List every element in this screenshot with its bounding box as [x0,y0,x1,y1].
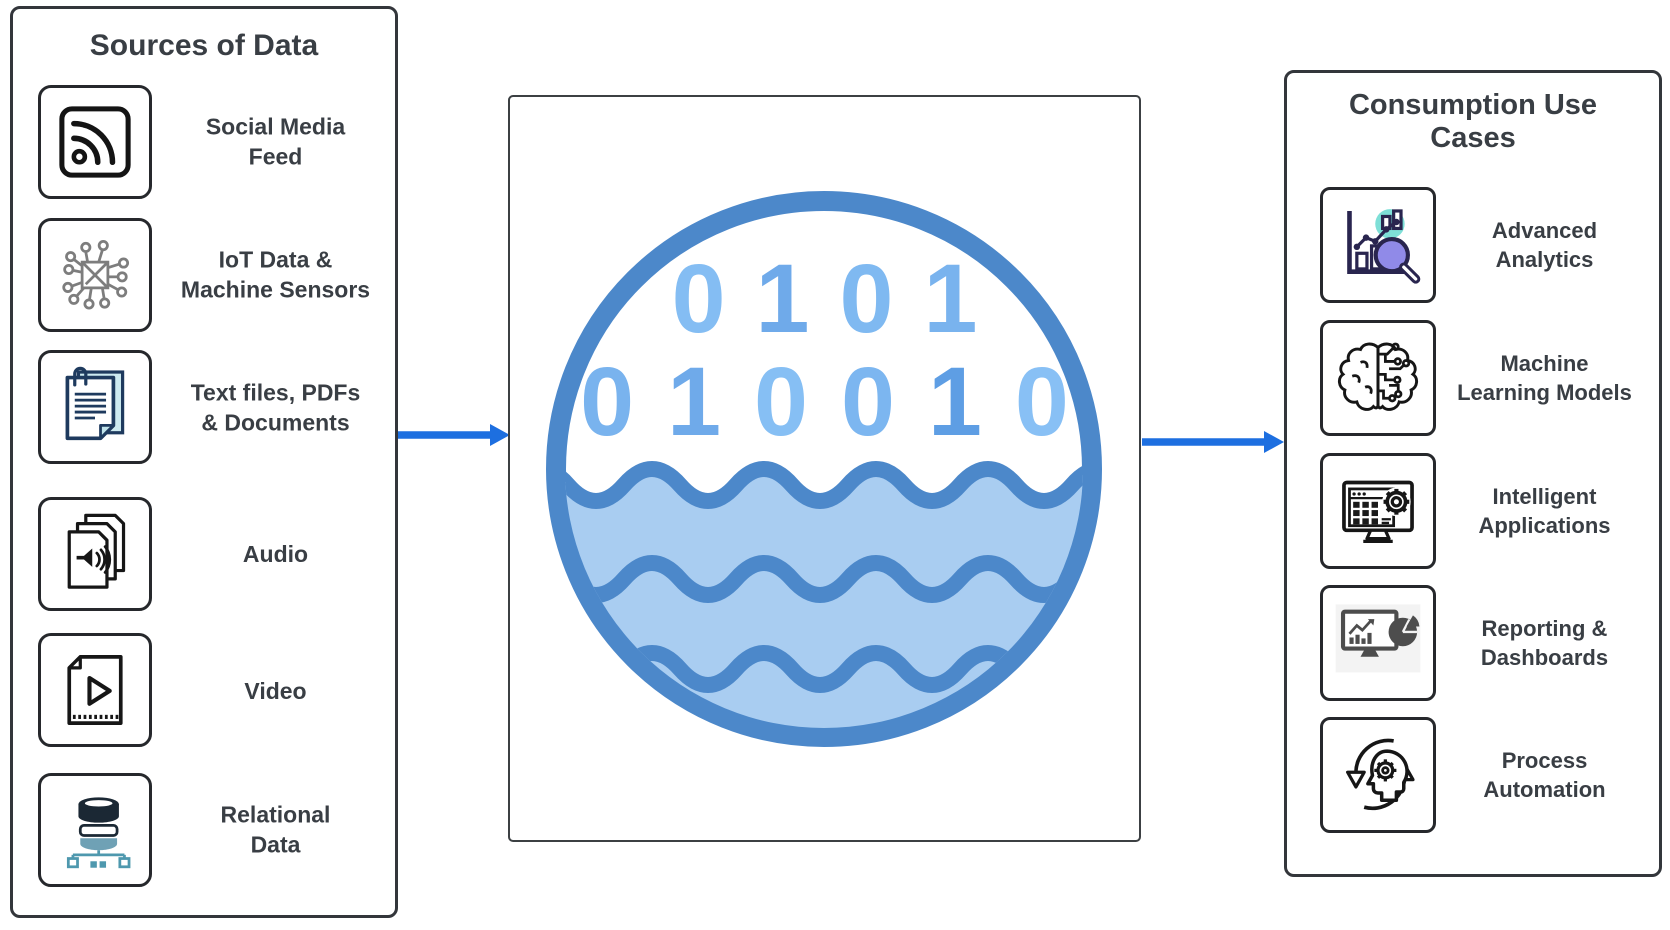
flow-arrow-left [398,424,510,446]
audio-tile [38,497,152,611]
lake-water [565,469,1083,728]
item-label: Audio [242,540,309,567]
binary-digit: 0 [1014,347,1069,456]
item-label: Reporting & Dashboards [1480,615,1609,670]
iot-sensors-tile [38,218,152,332]
intelligent-applications-tile [1320,453,1436,569]
relational-data-tile [38,773,152,887]
item-label: Process Automation [1483,747,1606,802]
automation-head-gear-icon [1346,738,1415,811]
item-label: Advanced Analytics [1491,217,1598,272]
iot-circuit-icon [62,240,130,310]
dashboard-pie-monitor-icon [1335,604,1421,673]
binary-digit: 0 [839,244,894,353]
documents-tile [38,350,152,464]
brain-circuit-icon [1338,342,1418,411]
audio-file-icon [67,513,126,589]
process-automation-tile [1320,717,1436,833]
consumption-use-cases-panel: Consumption Use Cases Advanced Analy [1284,70,1662,877]
machine-learning-tile [1320,320,1436,436]
item-label: IoT Data & Machine Sensors [180,246,371,303]
reporting-dashboards-tile [1320,585,1436,701]
item-label: Relational Data [220,801,331,858]
video-tile [38,633,152,747]
binary-digit: 0 [671,244,726,353]
sources-of-data-panel: Sources of Data Social Media Feed [10,6,398,918]
item-label: Social Media Feed [205,113,346,170]
sources-panel-title: Sources of Data [89,29,319,62]
data-lake-icon [546,191,1102,747]
binary-digit: 1 [927,347,982,456]
item-label: Video [244,677,307,704]
binary-digit: 1 [755,244,810,353]
binary-digit: 1 [667,347,722,456]
item-label: Text files, PDFs & Documents [190,379,361,436]
consumption-panel-title: Consumption Use Cases [1348,89,1598,155]
binary-digit: 0 [841,347,895,456]
binary-digit: 0 [580,347,635,456]
item-label: Machine Learning Models [1457,350,1632,405]
documents-icon [65,366,125,441]
analytics-magnifier-icon [1347,209,1421,284]
app-gear-monitor-icon [1342,480,1414,543]
advanced-analytics-tile [1320,187,1436,303]
flow-arrow-right [1142,431,1284,453]
binary-digit: 0 [754,347,808,456]
database-network-icon [66,797,131,869]
rss-feed-icon [59,106,131,178]
item-label: Intelligent Applications [1478,483,1611,538]
binary-digit: 1 [923,244,978,353]
video-file-icon [67,655,123,725]
social-media-feed-tile [38,85,152,199]
